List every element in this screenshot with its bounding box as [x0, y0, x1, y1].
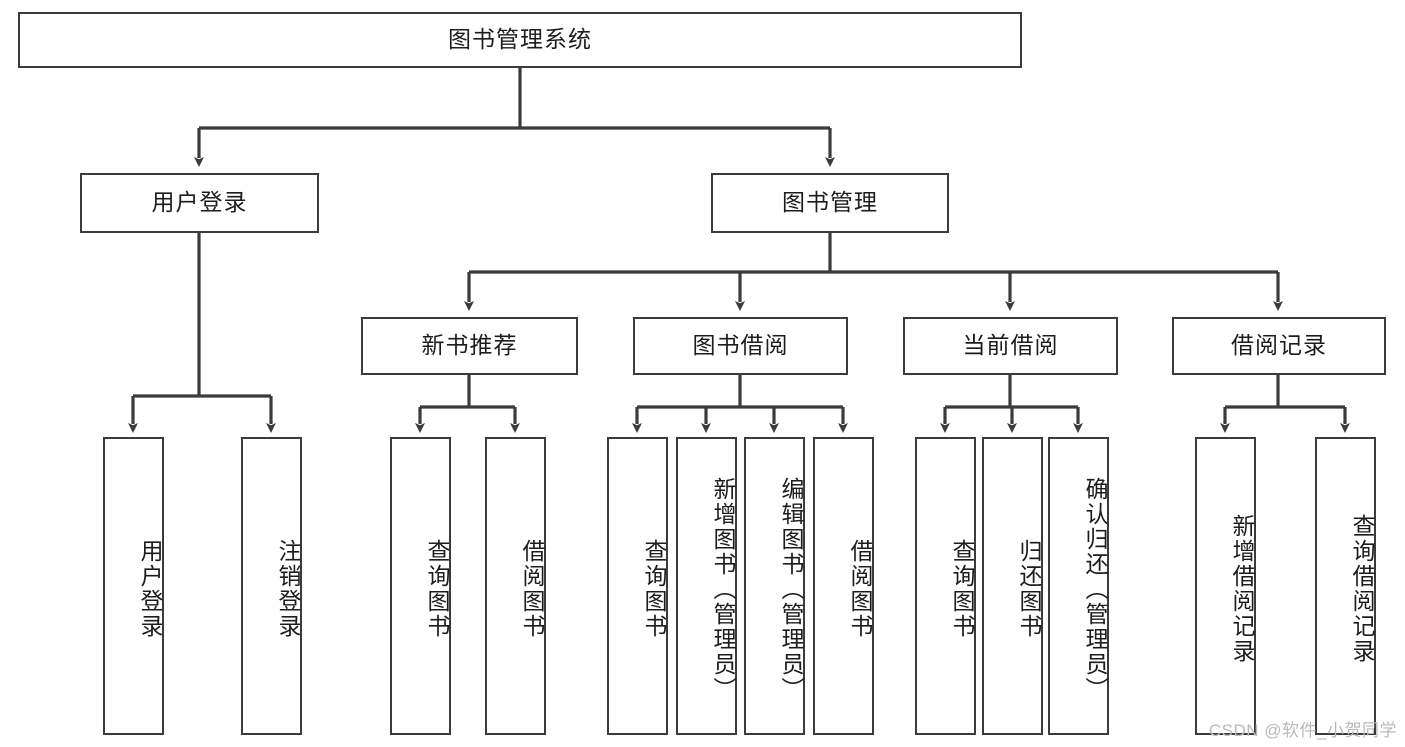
- node-leaf-add-book-admin[interactable]: 新增图书（管理员）: [676, 437, 737, 735]
- watermark-text: CSDN @软件_小贺同学: [1208, 721, 1397, 740]
- node-label: 编辑图书（管理员）: [778, 476, 804, 702]
- node-borrow-record[interactable]: 借阅记录: [1172, 317, 1386, 375]
- node-label: 归还图书: [1016, 539, 1042, 639]
- node-label: 确认归还（管理员）: [1082, 476, 1108, 702]
- node-new-book-recommend[interactable]: 新书推荐: [361, 317, 578, 375]
- node-label: 图书借阅: [692, 332, 789, 359]
- node-label: 查询图书: [424, 539, 450, 639]
- node-leaf-user-login[interactable]: 用户登录: [103, 437, 164, 735]
- node-label: 用户登录: [137, 539, 163, 639]
- node-label: 新增图书（管理员）: [710, 476, 736, 702]
- node-user-login[interactable]: 用户登录: [80, 173, 319, 233]
- node-label: 用户登录: [151, 189, 248, 216]
- node-leaf-borrow-book[interactable]: 借阅图书: [813, 437, 874, 735]
- node-label: 图书管理: [782, 189, 878, 216]
- node-leaf-query-borrow-record[interactable]: 查询借阅记录: [1315, 437, 1376, 735]
- node-leaf-query-book-current[interactable]: 查询图书: [915, 437, 976, 735]
- node-label: 当前借阅: [962, 332, 1059, 359]
- node-leaf-borrow-book-recommend[interactable]: 借阅图书: [485, 437, 546, 735]
- node-current-borrow[interactable]: 当前借阅: [903, 317, 1118, 375]
- node-label: 注销登录: [275, 539, 301, 639]
- node-label: 查询图书: [641, 539, 667, 639]
- node-root-system[interactable]: 图书管理系统: [18, 12, 1022, 68]
- node-book-management[interactable]: 图书管理: [711, 173, 949, 233]
- node-label: 新增借阅记录: [1229, 514, 1255, 664]
- node-label: 图书管理系统: [448, 26, 592, 53]
- node-leaf-query-book-recommend[interactable]: 查询图书: [390, 437, 451, 735]
- node-leaf-edit-book-admin[interactable]: 编辑图书（管理员）: [744, 437, 805, 735]
- node-leaf-logout[interactable]: 注销登录: [241, 437, 302, 735]
- node-label: 新书推荐: [421, 332, 518, 359]
- node-leaf-add-borrow-record[interactable]: 新增借阅记录: [1195, 437, 1256, 735]
- node-leaf-query-book-borrow[interactable]: 查询图书: [607, 437, 668, 735]
- node-label: 借阅图书: [847, 539, 873, 639]
- node-label: 借阅记录: [1231, 332, 1327, 359]
- node-leaf-return-book[interactable]: 归还图书: [982, 437, 1043, 735]
- node-label: 借阅图书: [519, 539, 545, 639]
- node-book-borrow[interactable]: 图书借阅: [633, 317, 848, 375]
- node-label: 查询图书: [949, 539, 975, 639]
- node-leaf-confirm-return-admin[interactable]: 确认归还（管理员）: [1048, 437, 1109, 735]
- node-label: 查询借阅记录: [1349, 514, 1375, 664]
